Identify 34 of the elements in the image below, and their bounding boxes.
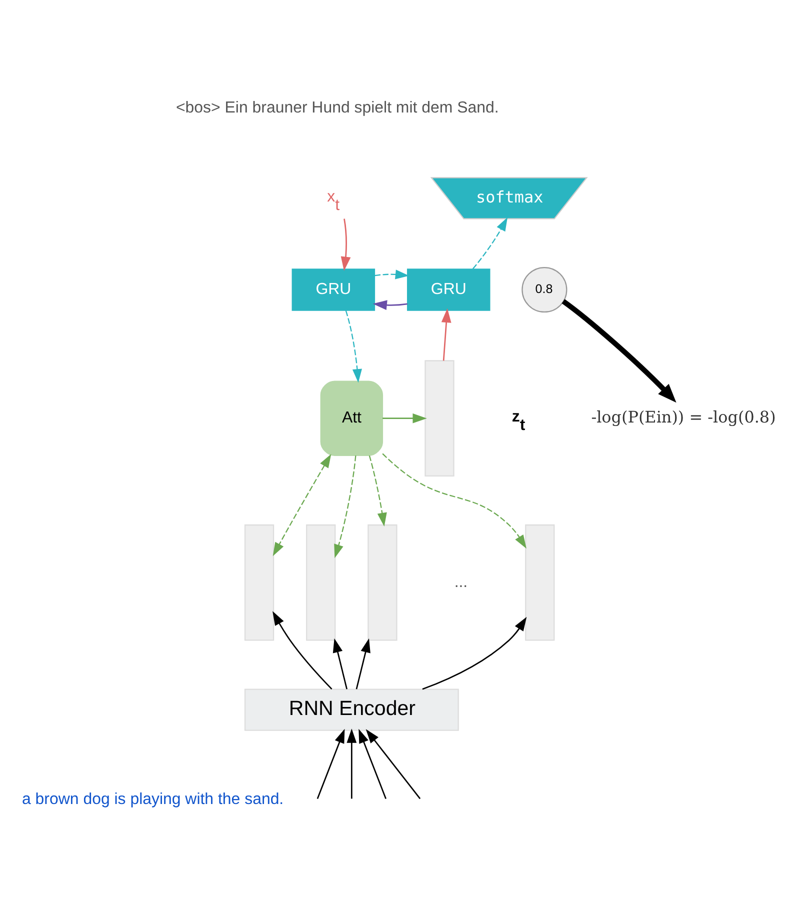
node-box: GRU	[406, 268, 490, 311]
arrow	[374, 270, 410, 280]
node-text: -log(P(Ein)) = -log(0.8)	[591, 408, 776, 427]
label: ...	[454, 574, 468, 591]
arrow	[345, 310, 362, 383]
arrow	[372, 300, 408, 310]
arrow	[382, 453, 526, 549]
arrow	[334, 456, 356, 558]
node-bar	[244, 524, 274, 641]
arrow	[340, 218, 351, 271]
node-bar	[368, 524, 398, 641]
arrow	[356, 638, 370, 690]
arrow	[272, 454, 332, 556]
node-box: Att	[320, 380, 384, 456]
node-box: RNN Encoder	[244, 688, 459, 731]
arrow	[441, 308, 452, 361]
arrow	[332, 638, 348, 690]
label: <bos> Ein brauner Hund spielt mit dem Sand.	[176, 99, 499, 116]
node-circle: 0.8	[522, 266, 568, 313]
node-bar	[525, 524, 555, 641]
node-box: GRU	[292, 268, 376, 311]
arrow	[358, 728, 386, 799]
arrow	[272, 611, 332, 690]
arrow	[422, 616, 527, 690]
arrow	[562, 299, 676, 403]
arrow	[368, 455, 387, 527]
arrow	[382, 413, 427, 424]
node-text: a brown dog is playing with the sand.	[22, 791, 284, 808]
node-bar	[424, 360, 454, 477]
arrow	[346, 728, 357, 799]
arrow	[316, 728, 345, 799]
arrow	[472, 217, 508, 270]
node-bar	[306, 524, 336, 641]
arrow	[366, 729, 421, 800]
